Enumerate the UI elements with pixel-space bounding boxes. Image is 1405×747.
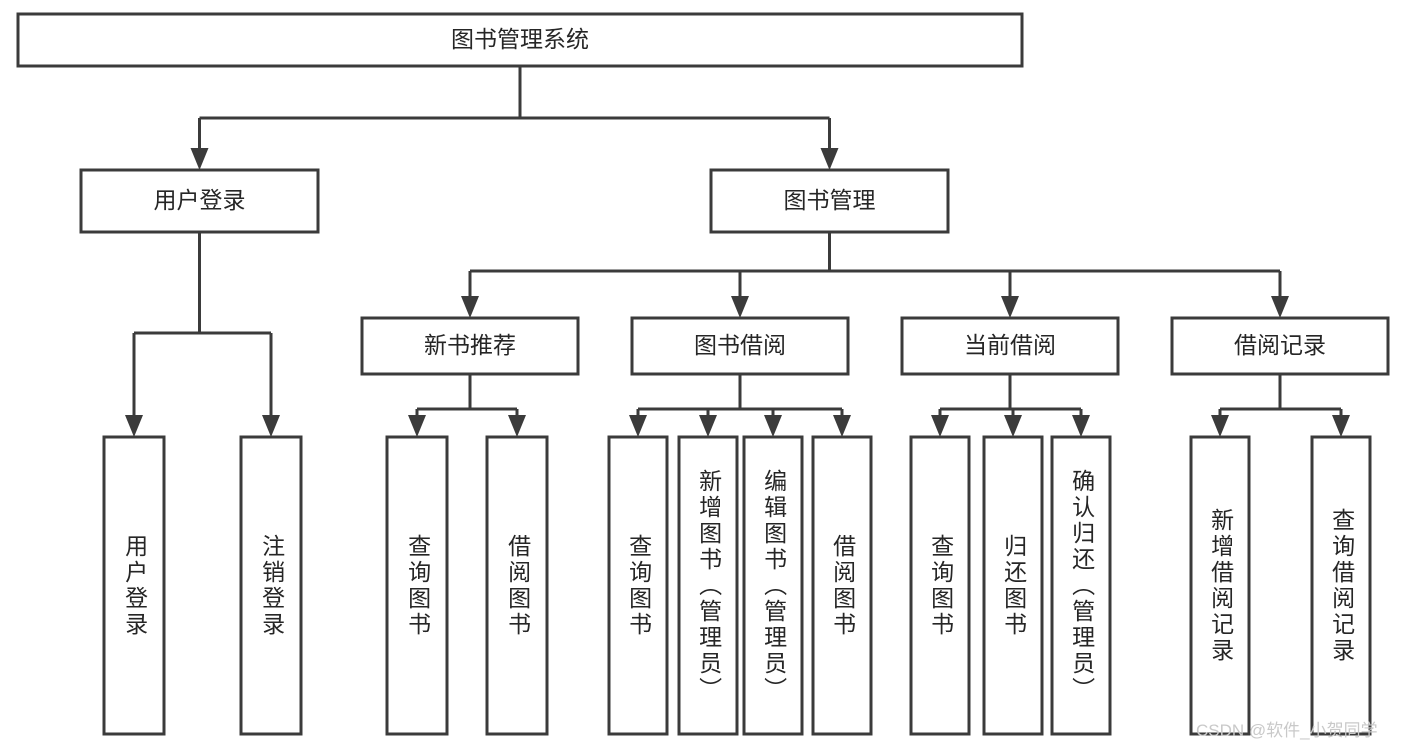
- node-label-wrap-leaf-add-borrow-record: 新增借阅记录: [1191, 437, 1249, 734]
- node-box-leaf-query-book-1[interactable]: [385, 435, 449, 736]
- arrow-head-leaf-borrow-book-1: [508, 415, 526, 437]
- node-box-leaf-query-borrow-record[interactable]: [1310, 435, 1372, 736]
- node-label-leaf-borrow-book-2: 借阅图书: [829, 533, 856, 638]
- arrow-head-leaf-add-borrow-record: [1211, 415, 1229, 437]
- node-label-wrap-leaf-user-login: 用户登录: [104, 437, 164, 734]
- node-box-book-management[interactable]: [709, 168, 950, 234]
- node-label-leaf-query-book-1: 查询图书: [404, 533, 431, 638]
- node-box-leaf-return-book[interactable]: [982, 435, 1044, 736]
- arrow-head-leaf-user-login: [125, 415, 143, 437]
- node-box-leaf-logout-login[interactable]: [239, 435, 303, 736]
- node-box-leaf-borrow-book-1[interactable]: [485, 435, 549, 736]
- node-label-wrap-leaf-query-book-2: 查询图书: [609, 437, 667, 734]
- node-label-root: 图书管理系统: [451, 26, 589, 52]
- node-label-new-book-recommend: 新书推荐: [424, 332, 516, 358]
- node-label-user-login: 用户登录: [154, 187, 246, 213]
- arrow-head-leaf-query-book-3: [931, 415, 949, 437]
- node-box-new-book-recommend[interactable]: [360, 316, 580, 376]
- node-label-current-borrow: 当前借阅: [964, 332, 1056, 358]
- arrow-head-leaf-borrow-book-2: [833, 415, 851, 437]
- node-label-leaf-confirm-return-admin: 确认归还（管理员）: [1068, 468, 1095, 703]
- node-box-book-borrow[interactable]: [630, 316, 850, 376]
- arrow-head-leaf-query-borrow-record: [1332, 415, 1350, 437]
- arrow-head-borrow-record: [1271, 296, 1289, 318]
- node-label-wrap-leaf-logout-login: 注销登录: [241, 437, 301, 734]
- arrow-head-leaf-query-book-1: [408, 415, 426, 437]
- node-box-root[interactable]: [16, 12, 1024, 68]
- arrow-head-leaf-add-book-admin: [699, 415, 717, 437]
- node-label-borrow-record: 借阅记录: [1234, 332, 1326, 358]
- node-label-wrap-leaf-query-borrow-record: 查询借阅记录: [1312, 437, 1370, 734]
- node-box-user-login[interactable]: [79, 168, 320, 234]
- node-label-wrap-leaf-query-book-3: 查询图书: [911, 437, 969, 734]
- node-label-leaf-query-book-2: 查询图书: [625, 533, 652, 638]
- node-label-leaf-borrow-book-1: 借阅图书: [504, 533, 531, 638]
- arrow-head-leaf-logout-login: [262, 415, 280, 437]
- arrow-head-leaf-query-book-2: [629, 415, 647, 437]
- arrow-head-leaf-confirm-return-admin: [1072, 415, 1090, 437]
- node-label-wrap-leaf-return-book: 归还图书: [984, 437, 1042, 734]
- node-label-leaf-query-book-3: 查询图书: [927, 533, 954, 638]
- node-box-current-borrow[interactable]: [900, 316, 1120, 376]
- node-box-leaf-confirm-return-admin[interactable]: [1050, 435, 1112, 736]
- node-label-leaf-add-borrow-record: 新增借阅记录: [1207, 507, 1234, 664]
- arrow-head-book-management: [820, 148, 839, 170]
- node-label-leaf-add-book-admin: 新增图书（管理员）: [695, 468, 722, 703]
- node-label-wrap-leaf-add-book-admin: 新增图书（管理员）: [679, 437, 737, 734]
- arrow-head-leaf-return-book: [1004, 415, 1022, 437]
- node-box-leaf-borrow-book-2[interactable]: [811, 435, 873, 736]
- node-label-wrap-leaf-query-book-1: 查询图书: [387, 437, 447, 734]
- node-label-wrap-leaf-confirm-return-admin: 确认归还（管理员）: [1052, 437, 1110, 734]
- node-label-wrap-leaf-borrow-book-1: 借阅图书: [487, 437, 547, 734]
- node-box-leaf-query-book-2[interactable]: [607, 435, 669, 736]
- node-label-leaf-return-book: 归还图书: [1000, 533, 1027, 638]
- node-label-leaf-logout-login: 注销登录: [258, 533, 285, 638]
- arrow-head-user-login: [190, 148, 209, 170]
- node-box-leaf-edit-book-admin[interactable]: [742, 435, 804, 736]
- arrow-head-new-book-recommend: [461, 296, 479, 318]
- arrow-head-leaf-edit-book-admin: [764, 415, 782, 437]
- node-label-leaf-query-borrow-record: 查询借阅记录: [1328, 507, 1355, 664]
- arrow-head-book-borrow: [731, 296, 749, 318]
- connectors-layer: [125, 66, 1350, 437]
- arrow-head-current-borrow: [1001, 296, 1019, 318]
- boxes-layer: [16, 12, 1390, 736]
- node-box-borrow-record[interactable]: [1170, 316, 1390, 376]
- node-box-leaf-user-login[interactable]: [102, 435, 166, 736]
- node-label-leaf-user-login: 用户登录: [121, 533, 148, 638]
- node-box-leaf-add-book-admin[interactable]: [677, 435, 739, 736]
- node-label-book-borrow: 图书借阅: [694, 332, 786, 358]
- node-label-wrap-leaf-edit-book-admin: 编辑图书（管理员）: [744, 437, 802, 734]
- node-box-leaf-query-book-3[interactable]: [909, 435, 971, 736]
- node-label-wrap-leaf-borrow-book-2: 借阅图书: [813, 437, 871, 734]
- node-label-leaf-edit-book-admin: 编辑图书（管理员）: [760, 468, 787, 703]
- node-label-book-management: 图书管理: [784, 187, 876, 213]
- node-box-leaf-add-borrow-record[interactable]: [1189, 435, 1251, 736]
